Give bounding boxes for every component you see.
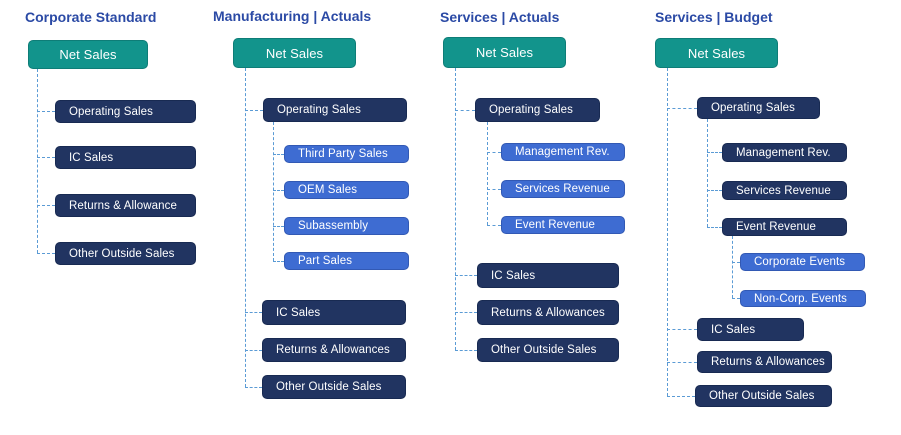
c4-node-event-revenue: Event Revenue — [722, 218, 847, 236]
title-corporate-standard: Corporate Standard — [25, 9, 157, 25]
connector-line — [37, 69, 38, 253]
connector-line — [245, 110, 263, 111]
connector-line — [245, 350, 262, 351]
connector-line — [245, 68, 246, 387]
c3-node-other-outside-sales: Other Outside Sales — [477, 338, 619, 362]
connector-line — [487, 122, 488, 225]
c4-node-corporate-events: Corporate Events — [740, 253, 865, 271]
c4-node-non-corp-events: Non-Corp. Events — [740, 290, 866, 307]
c3-node-event-revenue: Event Revenue — [501, 216, 625, 234]
c3-node-ic-sales: IC Sales — [477, 263, 619, 288]
connector-line — [37, 205, 55, 206]
title-services-actuals: Services | Actuals — [440, 9, 560, 25]
connector-line — [667, 396, 695, 397]
c2-node-third-party-sales: Third Party Sales — [284, 145, 409, 163]
connector-line — [455, 110, 475, 111]
connector-line — [707, 227, 722, 228]
c2-node-oem-sales: OEM Sales — [284, 181, 409, 199]
connector-line — [732, 262, 740, 263]
connector-line — [273, 261, 284, 262]
connector-line — [487, 189, 501, 190]
connector-line — [455, 350, 477, 351]
c2-node-operating-sales: Operating Sales — [263, 98, 407, 122]
c4-node-net-sales: Net Sales — [655, 38, 778, 68]
c3-node-management-rev: Management Rev. — [501, 143, 625, 161]
c4-node-other-outside-sales: Other Outside Sales — [695, 385, 832, 407]
connector-line — [37, 111, 55, 112]
c4-node-management-rev: Management Rev. — [722, 143, 847, 162]
connector-line — [273, 122, 274, 261]
c1-node-net-sales: Net Sales — [28, 40, 148, 69]
title-manufacturing-actuals: Manufacturing | Actuals — [213, 8, 372, 24]
c2-node-other-outside-sales: Other Outside Sales — [262, 375, 406, 399]
connector-line — [37, 157, 55, 158]
connector-line — [273, 154, 284, 155]
c1-node-other-outside-sales: Other Outside Sales — [55, 242, 196, 265]
connector-line — [707, 119, 708, 227]
connector-line — [37, 253, 55, 254]
c2-node-net-sales: Net Sales — [233, 38, 356, 68]
connector-line — [667, 108, 697, 109]
c4-node-operating-sales: Operating Sales — [697, 97, 820, 119]
c3-node-services-revenue: Services Revenue — [501, 180, 625, 198]
c1-node-ic-sales: IC Sales — [55, 146, 196, 169]
connector-line — [245, 387, 262, 388]
connector-line — [487, 225, 501, 226]
c3-node-returns-allowances: Returns & Allowances — [477, 300, 619, 325]
connector-line — [732, 236, 733, 298]
c1-node-operating-sales: Operating Sales — [55, 100, 196, 123]
connector-line — [707, 190, 722, 191]
c4-node-ic-sales: IC Sales — [697, 318, 804, 341]
title-services-budget: Services | Budget — [655, 9, 773, 25]
connector-line — [245, 312, 262, 313]
connector-line — [273, 190, 284, 191]
c2-node-subassembly: Subassembly — [284, 217, 409, 235]
connector-line — [455, 312, 477, 313]
connector-line — [667, 329, 697, 330]
c2-node-returns-allowances: Returns & Allowances — [262, 338, 406, 362]
c3-node-net-sales: Net Sales — [443, 37, 566, 68]
c3-node-operating-sales: Operating Sales — [475, 98, 600, 122]
c4-node-services-revenue: Services Revenue — [722, 181, 847, 200]
connector-line — [707, 152, 722, 153]
connector-line — [455, 275, 477, 276]
c2-node-part-sales: Part Sales — [284, 252, 409, 270]
connector-line — [667, 68, 668, 396]
connector-line — [667, 362, 697, 363]
c1-node-returns-allowance: Returns & Allowance — [55, 194, 196, 217]
c4-node-returns-allowances: Returns & Allowances — [697, 351, 832, 373]
c2-node-ic-sales: IC Sales — [262, 300, 406, 325]
connector-line — [732, 298, 740, 299]
connector-line — [273, 226, 284, 227]
connector-line — [487, 152, 501, 153]
connector-line — [455, 68, 456, 350]
